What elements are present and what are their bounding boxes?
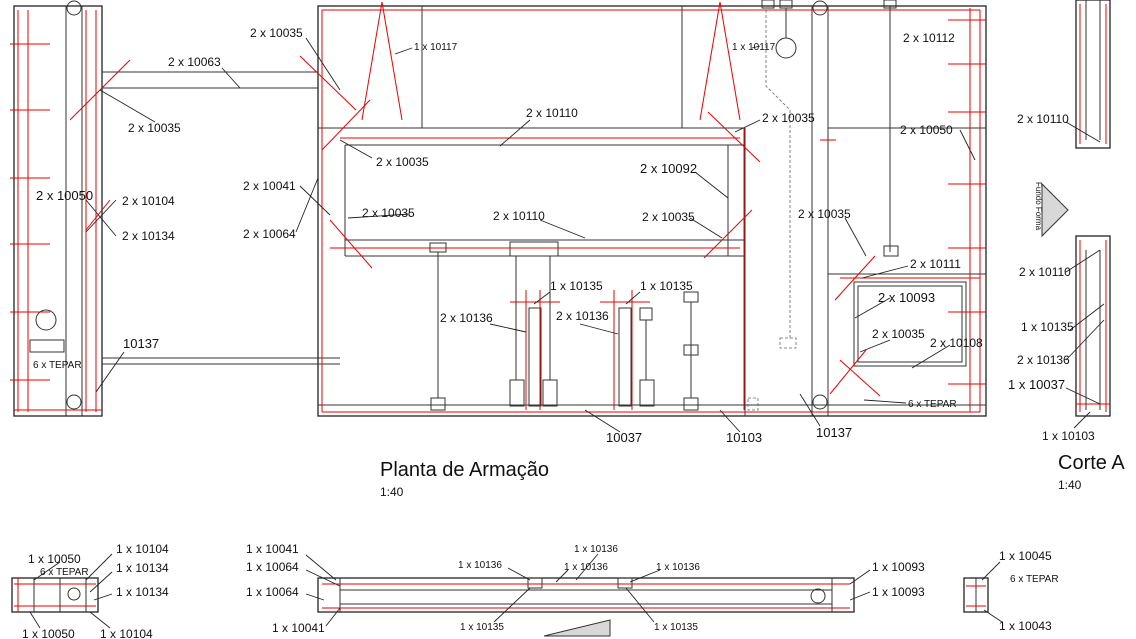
bottom-label: 1 x 10134 [116,561,169,575]
bottom-label: 1 x 10093 [872,560,925,574]
bottom-label: 1 x 10135 [654,622,698,633]
bottom-label: 1 x 10136 [564,562,608,573]
section-lower-outline [1075,235,1111,417]
section-label: 1 x 10037 [1008,377,1065,392]
plan-label: 2 x 10035 [798,207,851,221]
plan-label: 1 x 10135 [640,279,693,293]
bottom-label: 1 x 10041 [246,542,299,556]
plan-label: 2 x 10035 [250,26,303,40]
fundo-forma-arrow-icon [543,619,611,637]
fundo-forma-arrow-icon [1041,182,1069,238]
plan-label: 1 x 10135 [550,279,603,293]
plan-label: 10137 [123,336,159,351]
bottom-label: 1 x 10093 [872,585,925,599]
section-label: 2 x 10110 [1019,265,1071,279]
plan-label: 2 x 10110 [493,209,545,223]
bottom-label: 1 x 10064 [246,585,299,599]
plan-label: 10103 [726,430,762,445]
plan-label: 2 x 10136 [556,309,609,323]
left-wall-outline [13,5,103,417]
plan-label: 2 x 10093 [878,290,935,305]
section-title: Corte A [1058,452,1125,474]
bottom-label: 1 x 10136 [656,562,700,573]
fundo-forma-label: Fundo Forma [1034,182,1043,231]
section-label: 1 x 10135 [1021,320,1074,334]
plan-label: 2 x 10035 [128,121,181,135]
section-label: 2 x 10110 [1017,112,1069,126]
bottom-label: 1 x 10134 [116,585,169,599]
plan-label: 2 x 10035 [642,210,695,224]
plan-label: 2 x 10064 [243,227,296,241]
section-label: 1 x 10103 [1042,429,1095,443]
bottom-label: 1 x 10041 [272,621,325,635]
plan-label: 2 x 10041 [243,179,296,193]
plan-label: 2 x 10111 [910,257,961,271]
plan-label: 2 x 10108 [930,336,983,350]
plan-label: 1 x 10117 [732,42,776,53]
bottom-label: 1 x 10050 [28,552,81,566]
rebar-lines [10,1,986,413]
plan-scale: 1:40 [380,485,404,499]
plan-label: 10137 [816,425,852,440]
plan-label: 2 x 10112 [903,31,955,45]
bottom-label: 1 x 10050 [22,627,75,639]
bottom-label: 6 x TEPAR [40,567,89,578]
bottom-label: 1 x 10136 [574,544,618,555]
section-scale: 1:40 [1058,478,1082,492]
plan-view: 2 x 10035 1 x 10117 1 x 10117 2 x 10112 … [10,0,987,499]
section-upper-outline [1075,0,1111,149]
main-slab-outline [317,5,987,417]
bottom-label: 1 x 10135 [460,622,504,633]
bottom-label: 1 x 10045 [999,549,1052,563]
plan-label: 2 x 10035 [872,327,925,341]
plan-label: 2 x 10035 [762,111,815,125]
bottom-label: 1 x 10043 [999,619,1052,633]
plan-label: 2 x 10092 [640,161,697,176]
plan-label: 1 x 10117 [414,42,458,53]
leader-lines [85,37,976,433]
plan-label: 2 x 10136 [440,311,493,325]
bottom-label: 1 x 10104 [116,542,169,556]
bottom-right-elevation: 1 x 10045 6 x TEPAR 1 x 10043 [963,549,1059,633]
plan-title: Planta de Armação [380,459,549,481]
section-view: Fundo Forma 2 x 10110 2 x 10110 1 x 1013… [1008,0,1125,492]
bottom-label: 1 x 10064 [246,560,299,574]
bottom-label: 6 x TEPAR [1010,574,1059,585]
plan-label: 2 x 10050 [900,123,953,137]
plan-label: 2 x 10063 [168,55,221,69]
plan-label: 6 x TEPAR [33,360,82,371]
plan-label: 10037 [606,430,642,445]
bottom-middle-elevation: 1 x 10041 1 x 10064 1 x 10064 1 x 10041 … [246,542,925,637]
plan-label: 2 x 10110 [526,106,578,120]
bottom-label: 1 x 10104 [100,627,153,639]
plan-label: 2 x 10104 [122,194,175,208]
section-label: 2 x 10136 [1017,353,1070,367]
plan-label: 2 x 10050 [36,188,93,203]
bottom-left-elevation: 1 x 10050 6 x TEPAR 1 x 10104 1 x 10134 … [11,542,169,639]
bottom-label: 1 x 10136 [458,560,502,571]
plan-label: 6 x TEPAR [908,399,957,410]
plan-labels: 2 x 10035 1 x 10117 1 x 10117 2 x 10112 … [33,26,983,445]
plan-label: 2 x 10035 [362,206,415,220]
plan-label: 2 x 10035 [376,155,429,169]
plan-label: 2 x 10134 [122,229,175,243]
